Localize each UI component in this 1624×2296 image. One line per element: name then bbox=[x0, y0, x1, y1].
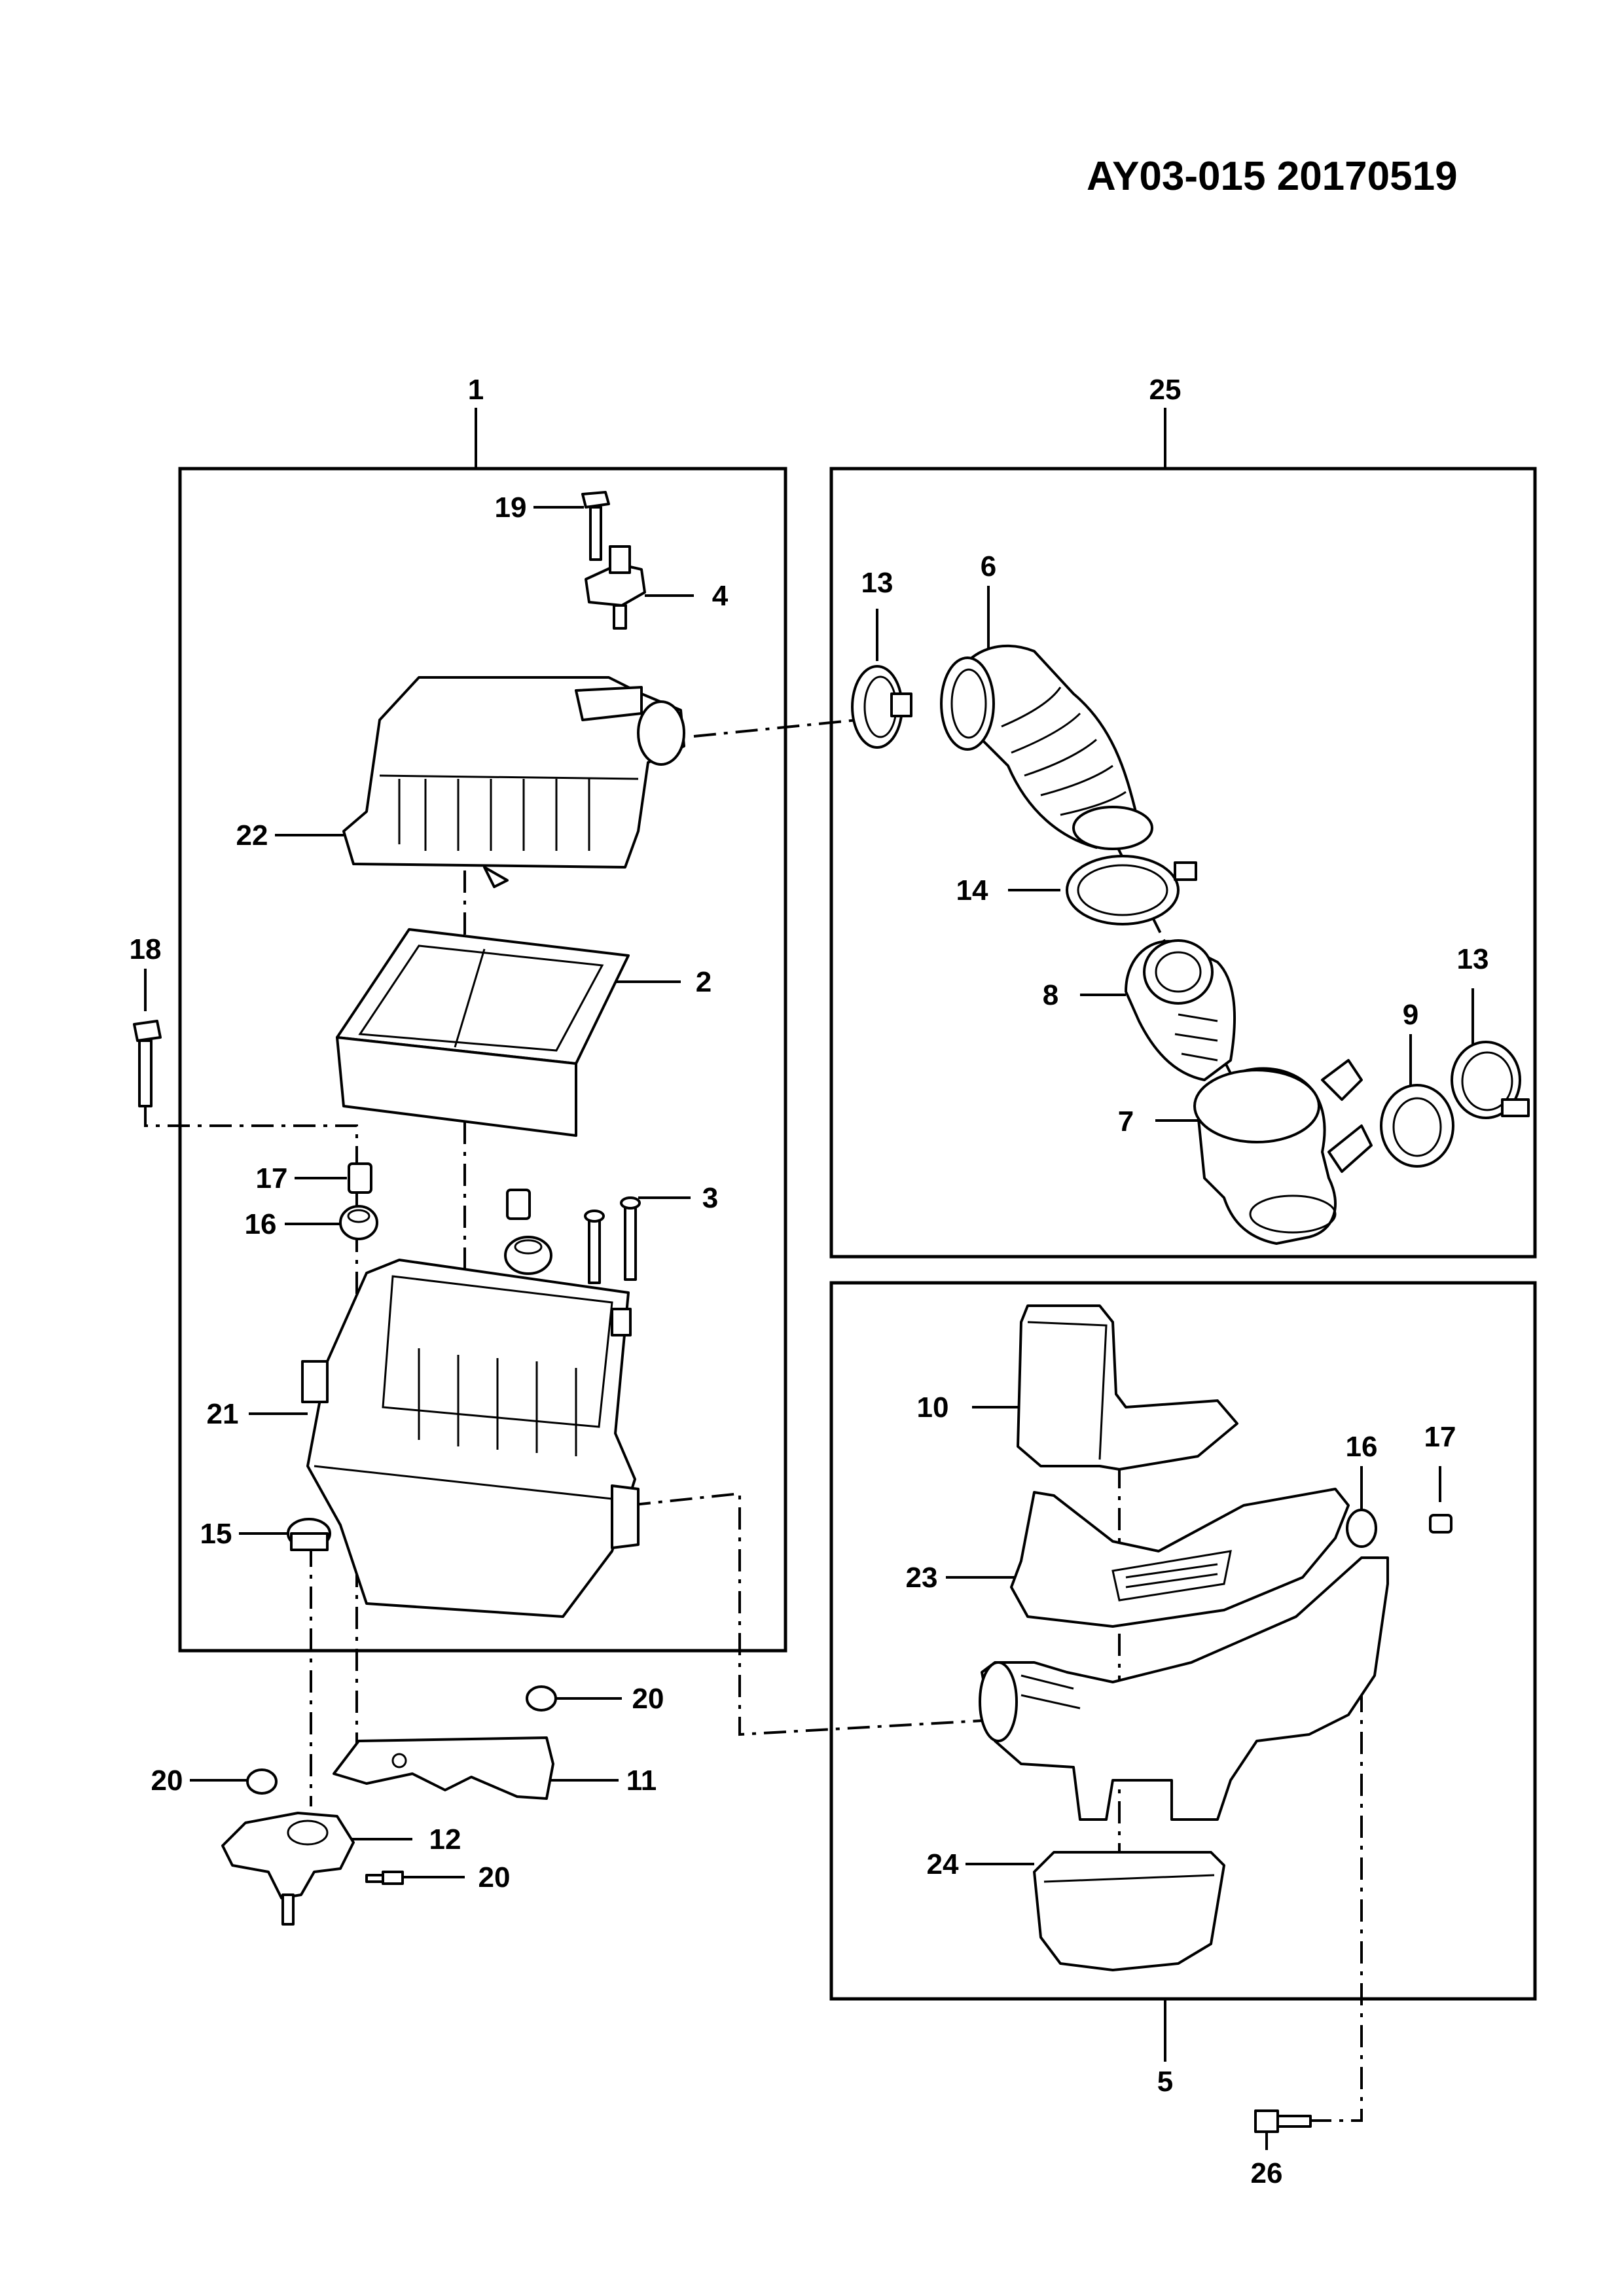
part-2-filter bbox=[336, 928, 630, 1137]
callout-14: 14 bbox=[956, 874, 988, 906]
callout-23: 23 bbox=[906, 1562, 938, 1594]
part-10-inlet-snorkel bbox=[1017, 1304, 1238, 1471]
part-20-nut-left bbox=[246, 1768, 278, 1795]
part-15-grommet bbox=[287, 1518, 331, 1551]
part-11-bracket bbox=[333, 1736, 554, 1800]
callout-20-upper: 20 bbox=[632, 1683, 664, 1715]
part-4-sensor bbox=[585, 545, 646, 630]
callout-24: 24 bbox=[927, 1848, 959, 1880]
callout-19: 19 bbox=[495, 492, 527, 524]
part-6-intake-duct bbox=[940, 644, 1153, 850]
part-18-bolt bbox=[133, 1020, 162, 1107]
callout-18: 18 bbox=[130, 933, 162, 965]
document-code: AY03-015 20170519 bbox=[1087, 154, 1458, 199]
part-13-clamp-left bbox=[851, 665, 912, 749]
callout-26: 26 bbox=[1251, 2157, 1283, 2189]
part-14-clamp bbox=[1066, 855, 1197, 925]
callout-2: 2 bbox=[696, 966, 712, 998]
callout-1: 1 bbox=[468, 374, 484, 406]
callout-9: 9 bbox=[1403, 999, 1418, 1031]
callout-3: 3 bbox=[702, 1182, 718, 1214]
callout-11: 11 bbox=[626, 1765, 657, 1797]
callout-16-left: 16 bbox=[245, 1208, 277, 1240]
part-16-grommet-center bbox=[504, 1236, 552, 1275]
frame-air-cleaner-assembly bbox=[178, 467, 787, 1653]
part-16-grommet-right bbox=[1346, 1509, 1377, 1548]
cover-clip bbox=[483, 866, 509, 888]
part-13-clamp-right bbox=[1451, 1041, 1530, 1119]
group-leader-lines bbox=[144, 408, 1474, 2150]
part-20-bolt-lower bbox=[365, 1871, 404, 1885]
callout-13-right: 13 bbox=[1457, 943, 1489, 975]
part-23-resonator-upper bbox=[1010, 1488, 1350, 1628]
callout-5: 5 bbox=[1157, 2066, 1173, 2098]
part-20-nut-upper bbox=[526, 1685, 557, 1712]
callout-25: 25 bbox=[1149, 374, 1182, 406]
frame-intake-duct-assembly bbox=[829, 467, 1537, 1259]
callout-6: 6 bbox=[981, 550, 996, 583]
callout-16-right: 16 bbox=[1346, 1431, 1378, 1463]
callout-10: 10 bbox=[917, 1391, 949, 1424]
callout-7: 7 bbox=[1118, 1105, 1134, 1138]
part-16-grommet-left bbox=[339, 1205, 378, 1240]
part-17-spacer-left bbox=[348, 1162, 372, 1194]
part-9-coupler bbox=[1380, 1084, 1454, 1168]
chain-box-to-resonator bbox=[628, 1492, 1028, 1736]
group-callout-labels: 1 2 3 4 5 6 7 8 9 10 11 12 13 13 14 15 1… bbox=[130, 374, 1489, 2189]
part-12-mount-bracket bbox=[221, 1812, 355, 1926]
part-17-spacer-center bbox=[506, 1189, 531, 1220]
chain-cover-to-duct bbox=[693, 719, 858, 738]
part-21-lower-housing bbox=[301, 1259, 640, 1618]
part-7-resonator-body bbox=[1193, 1059, 1373, 1245]
group-frames bbox=[178, 467, 1537, 2001]
callout-21: 21 bbox=[207, 1398, 239, 1430]
callout-20-left: 20 bbox=[151, 1765, 183, 1797]
callout-17-right: 17 bbox=[1424, 1421, 1456, 1453]
callout-15: 15 bbox=[200, 1518, 232, 1550]
part-5-resonator-housing bbox=[979, 1556, 1389, 1821]
chain-16-to-26 bbox=[1309, 1564, 1363, 2122]
callout-13-left: 13 bbox=[861, 567, 893, 599]
part-3-screws bbox=[584, 1196, 641, 1284]
callout-22: 22 bbox=[236, 819, 268, 852]
part-26-bolt bbox=[1254, 2109, 1312, 2133]
callout-8: 8 bbox=[1043, 979, 1058, 1011]
frame-resonator-assembly bbox=[829, 1281, 1537, 2001]
part-24-resonator-lower bbox=[1033, 1851, 1225, 1971]
callout-12: 12 bbox=[429, 1823, 461, 1856]
callout-4: 4 bbox=[712, 580, 729, 612]
part-22-upper-housing bbox=[342, 676, 685, 888]
part-19-bolt bbox=[581, 491, 610, 561]
part-17-spacer-right bbox=[1429, 1514, 1453, 1534]
callout-17-left: 17 bbox=[256, 1162, 288, 1194]
callout-20-lower: 20 bbox=[478, 1861, 511, 1893]
part-8-screen-adapter bbox=[1125, 939, 1236, 1081]
